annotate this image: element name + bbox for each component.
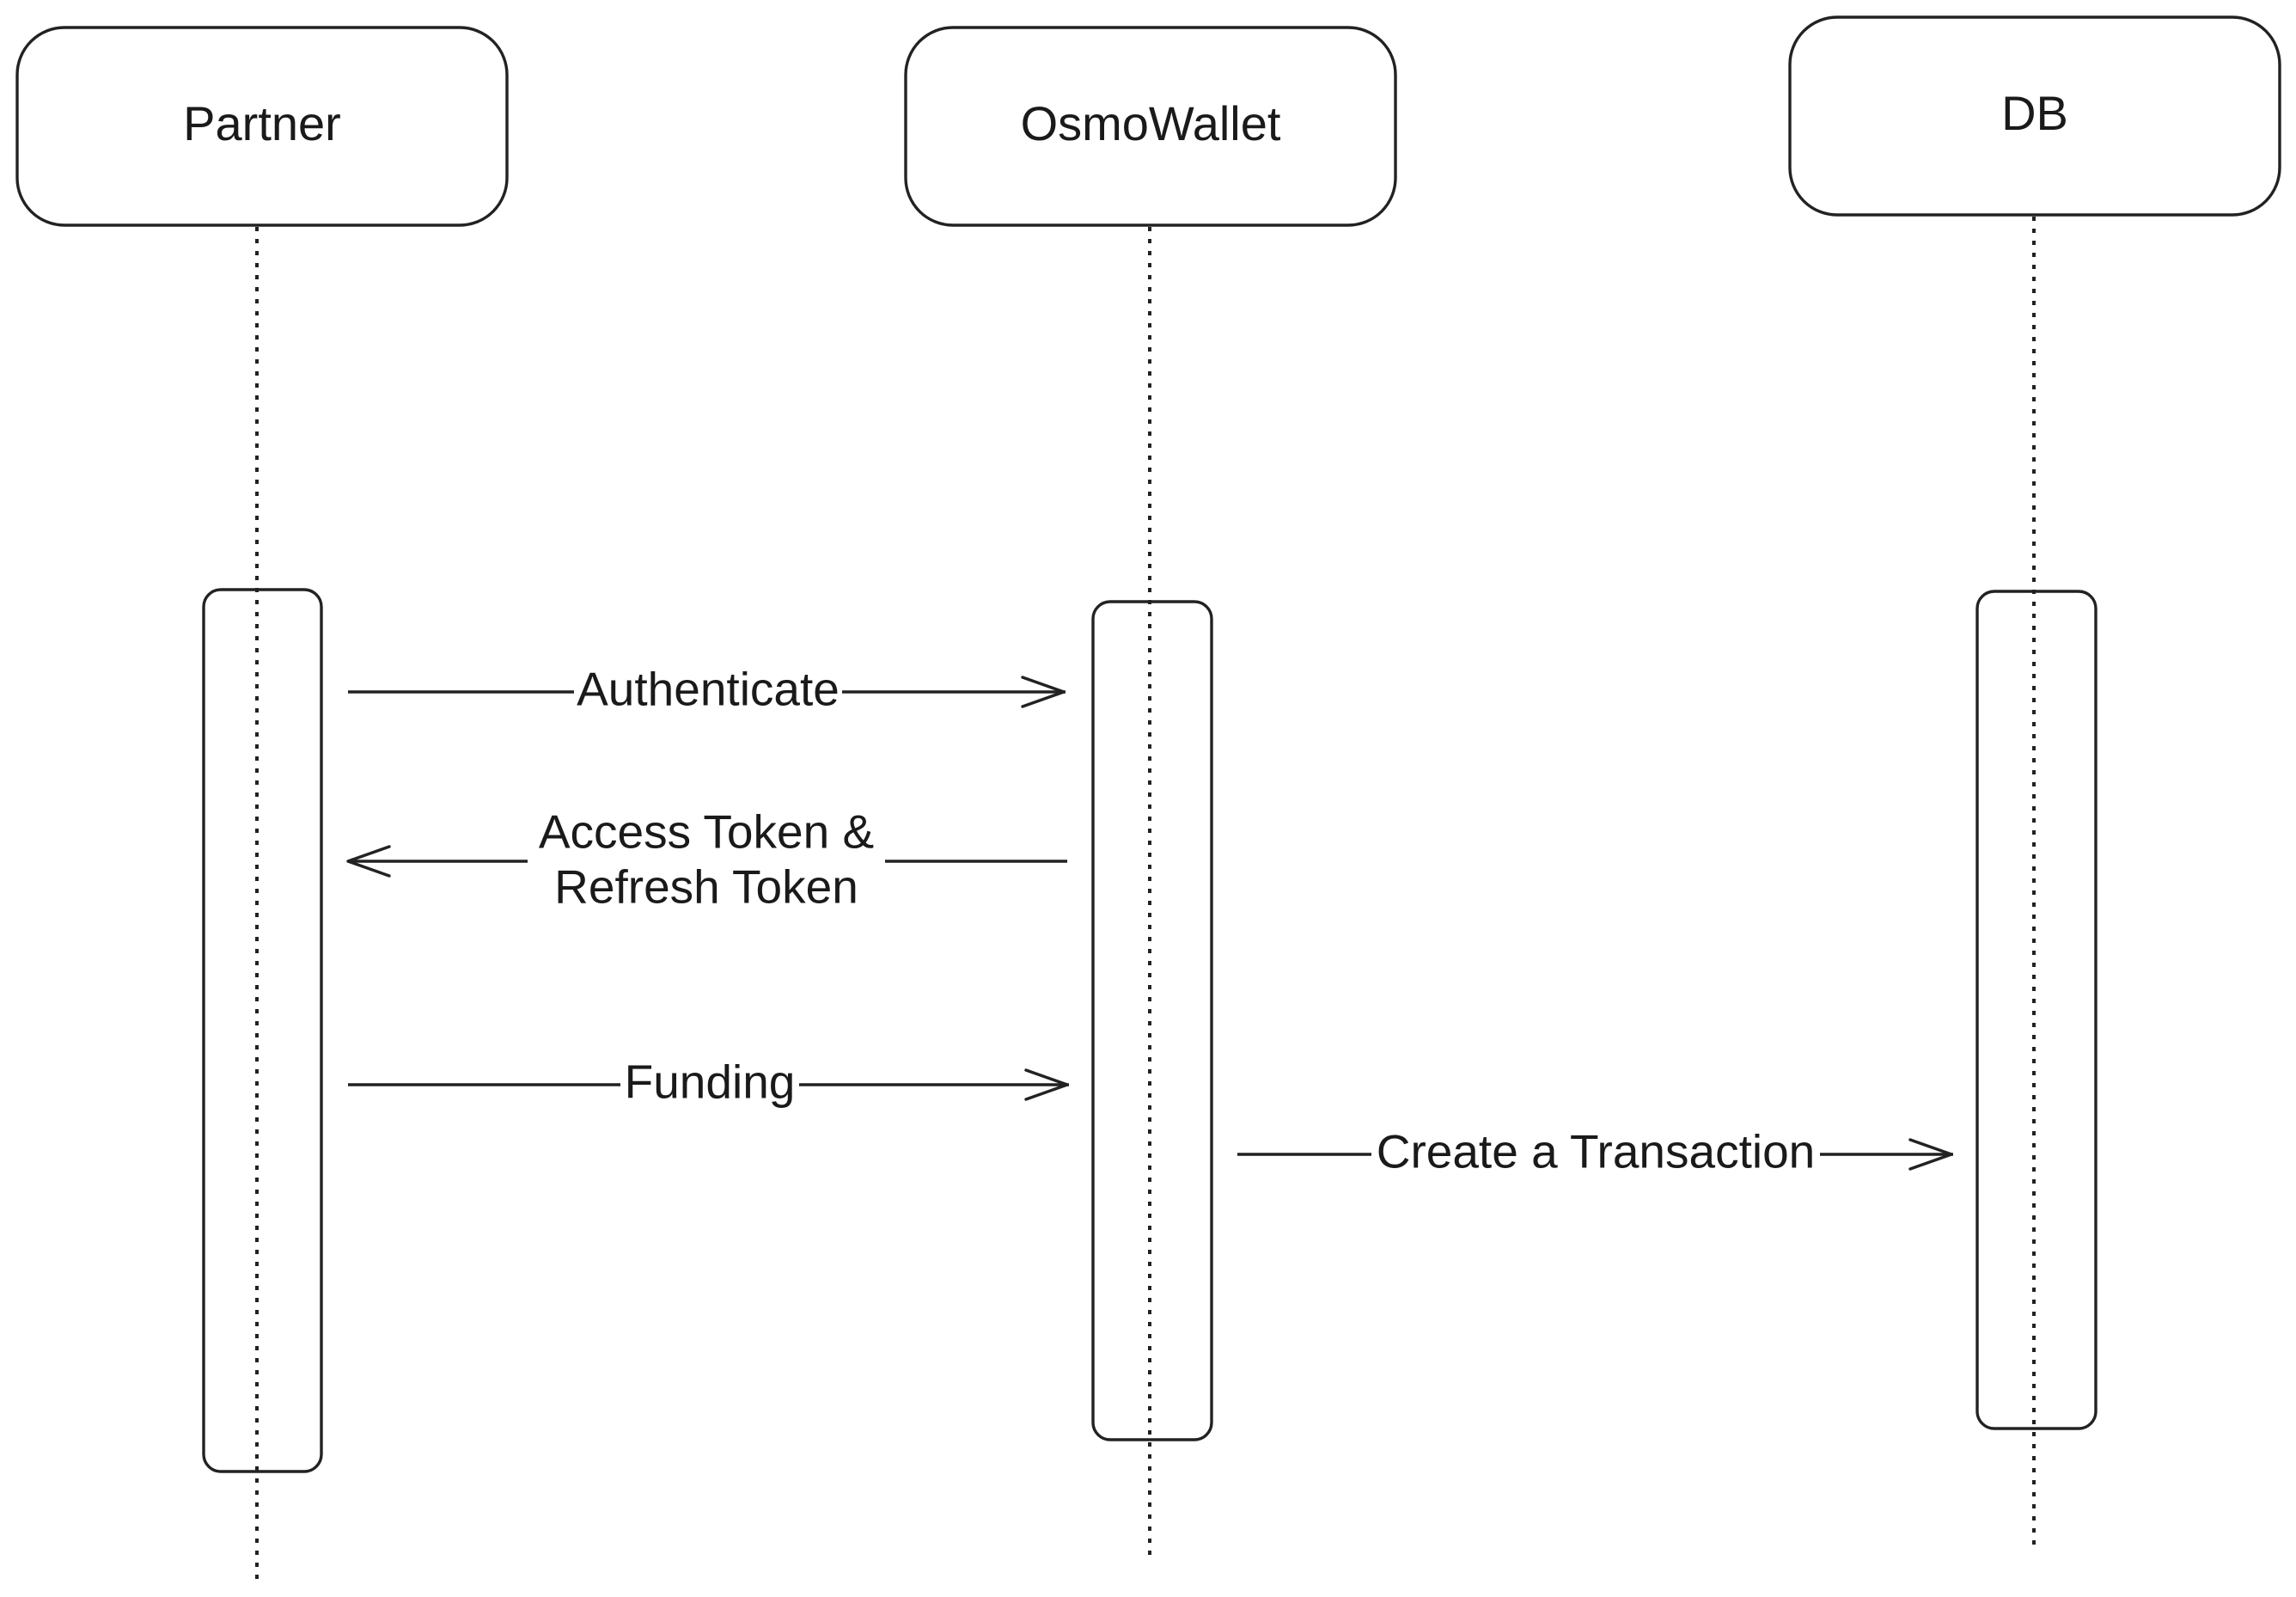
message-funding: Funding (348, 1055, 1069, 1115)
participant-box (15, 26, 509, 227)
participant-label: DB (2001, 86, 2068, 140)
message-label: Authenticate (577, 663, 840, 716)
arrow-left-icon (346, 845, 391, 878)
arrow-right-icon (1908, 1138, 1953, 1171)
message-label-bg (574, 662, 842, 722)
activation-db (1975, 590, 2098, 1430)
message-access-token: Access Token & Refresh Token (346, 804, 1067, 921)
message-label: Create a Transaction (1377, 1125, 1816, 1178)
activation-osmowallet (1091, 600, 1213, 1441)
message-label-bg (1371, 1124, 1820, 1184)
message-label: Access Token & (539, 805, 874, 859)
message-label-bg (620, 1055, 799, 1115)
participant-label: Partner (183, 96, 341, 150)
message-label-bg (528, 804, 885, 921)
activation-partner (202, 588, 323, 1473)
message-authenticate: Authenticate (348, 662, 1066, 722)
arrow-right-icon (1021, 676, 1066, 708)
arrow-right-icon (1024, 1068, 1069, 1101)
message-label: Funding (625, 1055, 796, 1109)
participant-osmowallet: OsmoWallet (904, 26, 1397, 227)
message-create-transaction: Create a Transaction (1237, 1124, 1953, 1184)
participant-box (1788, 15, 2281, 217)
participant-partner: Partner (15, 26, 509, 227)
participant-box (904, 26, 1397, 227)
participant-label: OsmoWallet (1021, 96, 1281, 150)
participant-db: DB (1788, 15, 2281, 217)
message-label: Refresh Token (554, 860, 858, 914)
